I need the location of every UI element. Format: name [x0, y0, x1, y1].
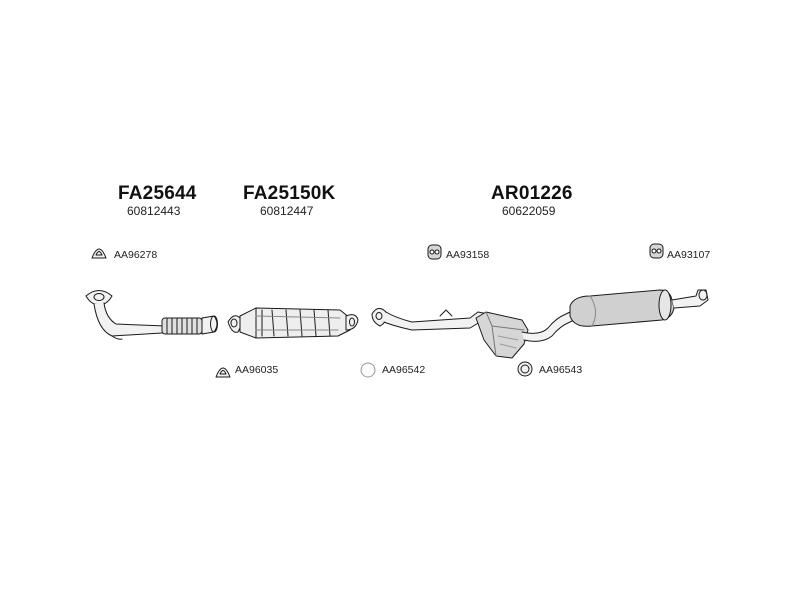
triangle-gasket-icon [215, 367, 231, 378]
front-pipe-drawing [85, 290, 218, 340]
oem-number-rear-system: 60622059 [502, 204, 556, 218]
accessory-label-aa96542: AA96542 [382, 364, 426, 376]
part-code-catalytic-converter: FA25150K [243, 183, 336, 204]
rubber-hanger-icon [649, 243, 664, 259]
accessory-label-aa96543: AA96543 [539, 364, 583, 376]
rear-system-drawing [371, 289, 709, 359]
accessory-label-aa96035: AA96035 [235, 364, 279, 376]
ring-gasket-icon [517, 361, 533, 377]
oem-number-front-pipe: 60812443 [127, 204, 181, 218]
triangle-gasket-icon [91, 248, 107, 259]
accessory-label-aa93107: AA93107 [667, 249, 711, 261]
rubber-hanger-icon [427, 244, 442, 260]
part-code-rear-system: AR01226 [491, 183, 573, 204]
catalytic-converter-drawing [227, 307, 359, 339]
accessory-label-aa93158: AA93158 [446, 249, 490, 261]
part-code-front-pipe: FA25644 [118, 183, 197, 204]
oem-number-catalytic-converter: 60812447 [260, 204, 314, 218]
accessory-label-aa96278: AA96278 [114, 249, 158, 261]
ring-gasket-icon [360, 362, 376, 378]
